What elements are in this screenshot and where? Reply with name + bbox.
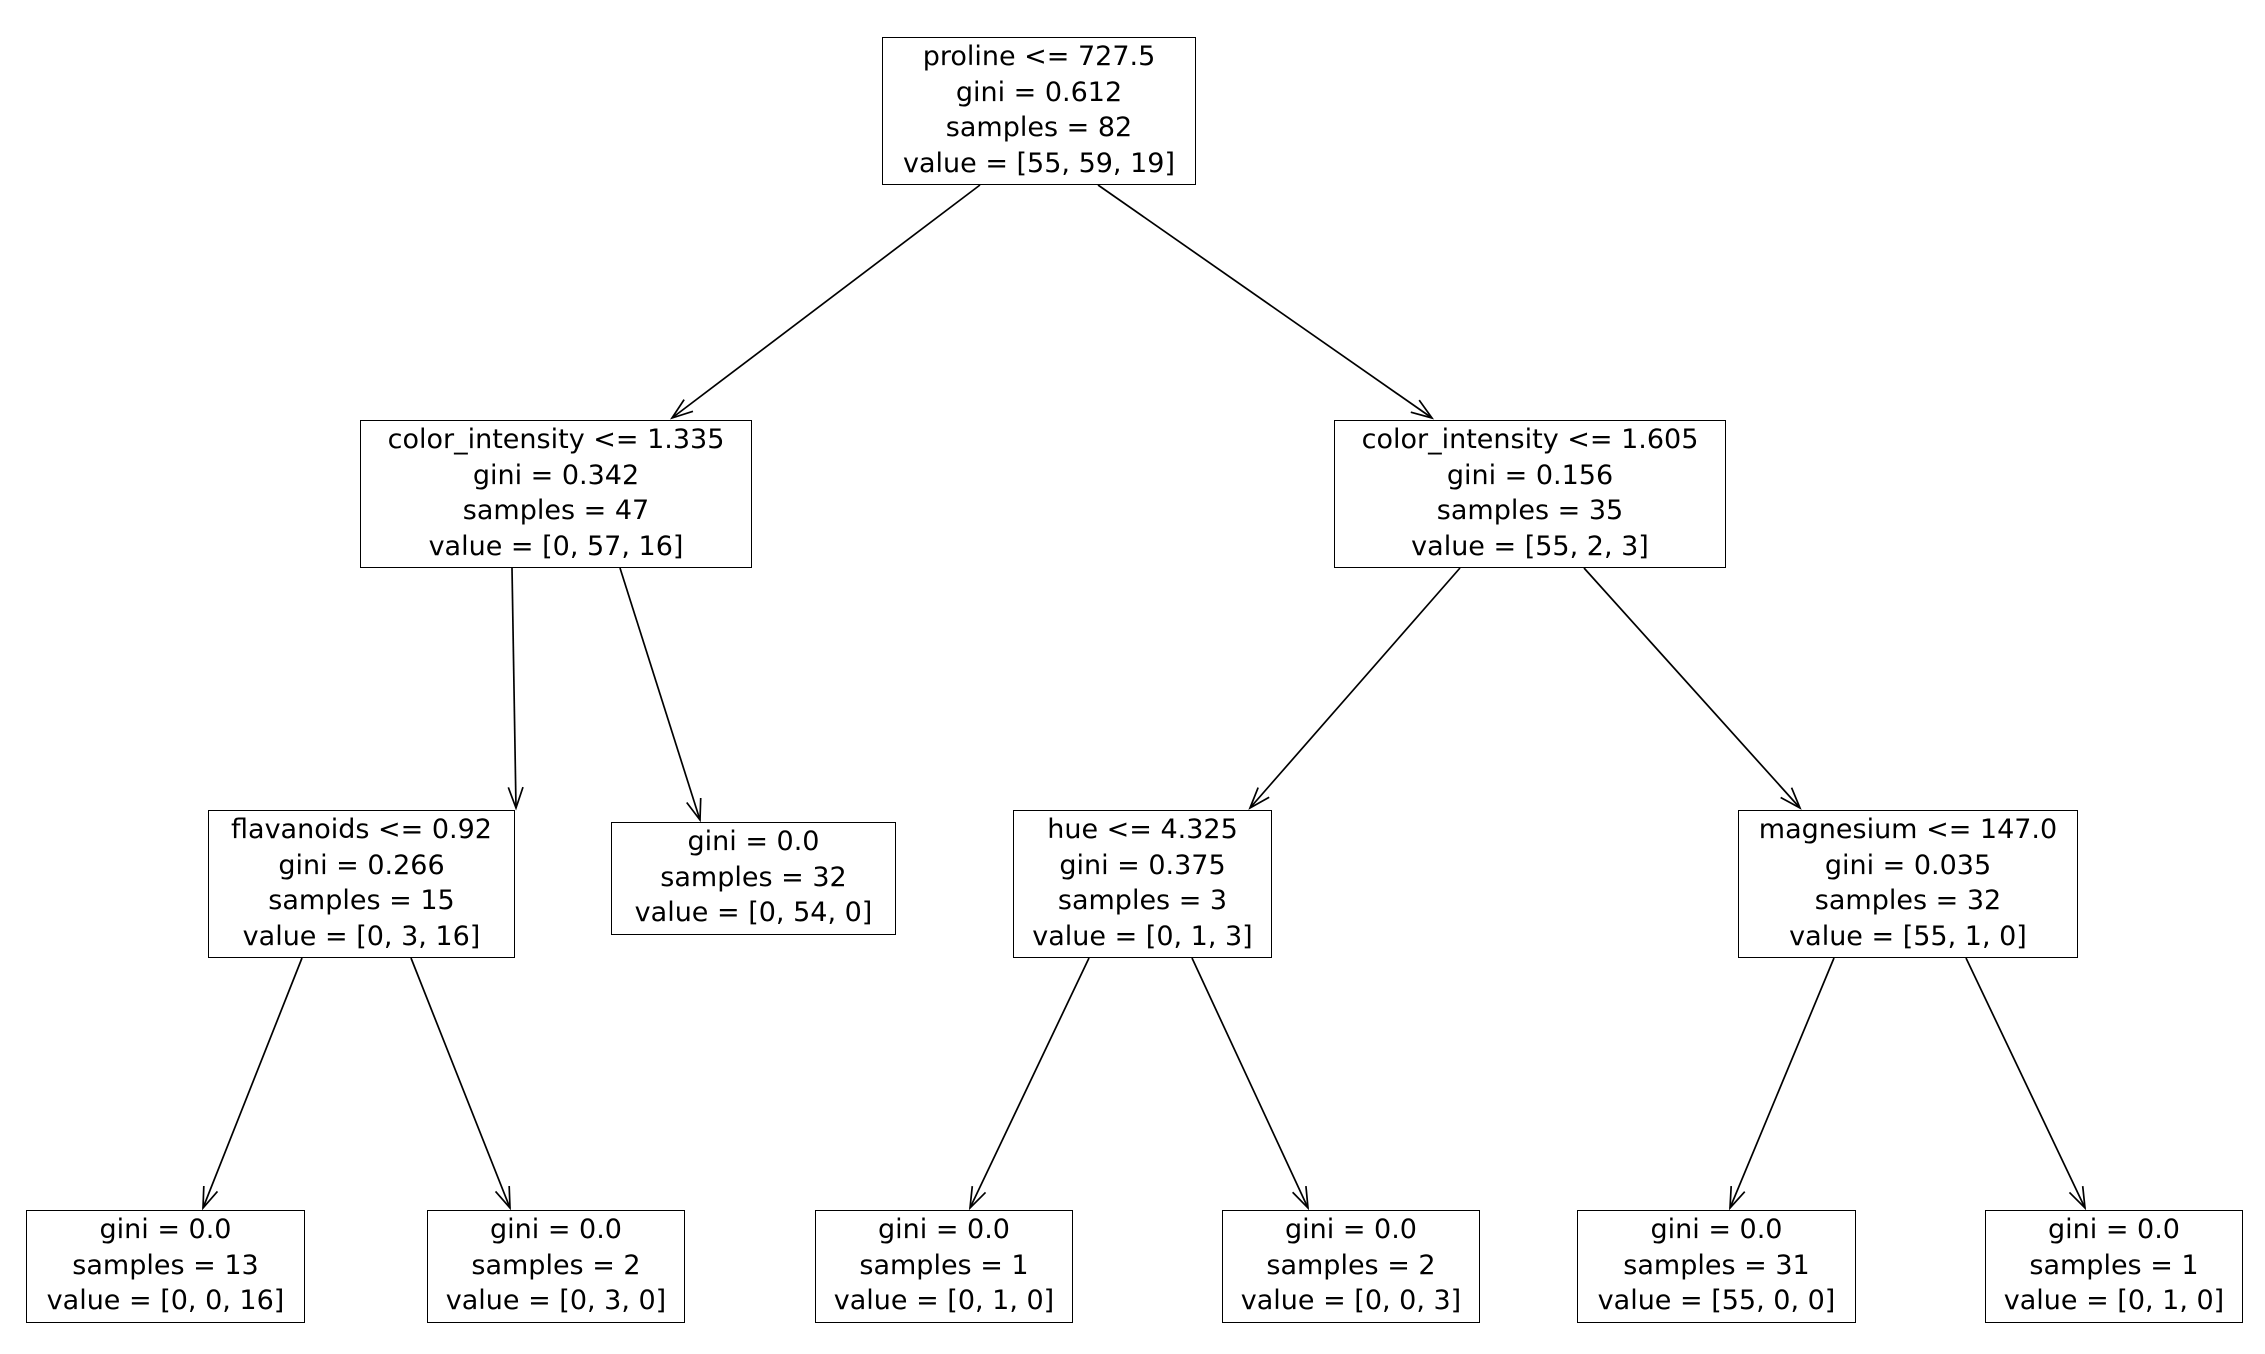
node-text-line: samples = 47: [462, 495, 650, 526]
node-text-line: gini = 0.0: [687, 826, 820, 858]
node-text-line: value = [55, 1, 0]: [1789, 920, 2027, 952]
node-text-line: value = [0, 0, 3]: [1240, 1285, 1462, 1317]
node-text-line: samples = 15: [268, 885, 455, 916]
node-text-line: samples = 32: [660, 861, 847, 893]
tree-edge: [619, 567, 702, 823]
node-text-line: flavanoids <= 0.92: [231, 814, 492, 845]
tree-edge: [507, 567, 524, 811]
tree-edge: [1248, 567, 1461, 810]
arrowhead-icon: [2068, 1186, 2087, 1211]
node-text-line: gini = 0.0: [2048, 1214, 2180, 1246]
node-text-line: samples = 82: [945, 112, 1133, 143]
node-text-line: samples = 13: [72, 1249, 259, 1281]
node-text-line: samples = 31: [1623, 1249, 1810, 1281]
arrowhead-icon: [202, 1185, 219, 1211]
node-text-line: samples = 1: [2029, 1249, 2199, 1281]
arrowhead-icon: [1248, 787, 1270, 810]
node-text-line: value = [0, 1, 0]: [833, 1285, 1055, 1317]
node-text-line: value = [0, 0, 16]: [46, 1285, 285, 1317]
tree-split-node[interactable]: proline <= 727.5 gini = 0.612 samples = 82…: [882, 37, 1196, 185]
tree-edge: [669, 184, 981, 420]
node-text-line: samples = 3: [1057, 885, 1228, 916]
arrowhead-icon: [1729, 1185, 1746, 1211]
node-text-line: color_intensity <= 1.335: [387, 424, 725, 455]
node-text-line: gini = 0.0: [1285, 1214, 1417, 1246]
node-text-line: value = [0, 1, 3]: [1032, 920, 1253, 952]
tree-edge: [410, 957, 511, 1211]
tree-edge: [1097, 184, 1435, 420]
tree-edge: [1191, 957, 1310, 1211]
node-text-line: value = [0, 3, 0]: [445, 1285, 667, 1317]
node-text-line: value = [0, 54, 0]: [634, 897, 873, 929]
node-text-line: magnesium <= 147.0: [1758, 814, 2058, 845]
node-text-line: proline <= 727.5: [922, 41, 1156, 72]
node-text-line: hue <= 4.325: [1047, 814, 1238, 845]
tree-split-node[interactable]: hue <= 4.325 gini = 0.375 samples = 3 value…: [1013, 810, 1272, 958]
tree-edge: [1729, 957, 1835, 1211]
node-text-line: gini = 0.035: [1824, 849, 1992, 881]
node-text-line: value = [0, 57, 16]: [428, 530, 684, 562]
node-text-line: gini = 0.0: [99, 1214, 232, 1246]
node-text-line: samples = 2: [1266, 1249, 1436, 1281]
node-text-line: gini = 0.266: [278, 849, 445, 881]
node-text-line: value = [55, 59, 19]: [902, 147, 1175, 179]
arrowhead-icon: [494, 1185, 511, 1211]
arrowhead-icon: [1292, 1186, 1310, 1211]
node-text-line: gini = 0.0: [490, 1214, 622, 1246]
node-text-line: value = [55, 0, 0]: [1597, 1285, 1836, 1317]
node-text-line: gini = 0.342: [472, 459, 640, 491]
tree-edge: [968, 957, 1090, 1211]
node-text-line: samples = 1: [859, 1249, 1029, 1281]
node-text-line: gini = 0.375: [1059, 849, 1226, 881]
arrowhead-icon: [669, 399, 694, 420]
node-text-line: gini = 0.612: [955, 76, 1123, 108]
node-text-line: samples = 35: [1436, 495, 1624, 526]
node-text-line: gini = 0.0: [878, 1214, 1010, 1246]
tree-edge: [202, 957, 303, 1211]
arrowhead-icon: [507, 786, 524, 811]
tree-split-node[interactable]: magnesium <= 147.0 gini = 0.035 samples = …: [1738, 810, 2078, 958]
tree-edge: [1583, 567, 1802, 810]
node-text-line: samples = 32: [1814, 885, 2002, 916]
tree-edge: [1965, 957, 2087, 1211]
node-text-line: value = [0, 3, 16]: [242, 920, 481, 952]
arrowhead-icon: [968, 1186, 987, 1211]
arrowhead-icon: [1410, 399, 1435, 420]
arrowhead-icon: [686, 797, 702, 823]
node-text-line: value = [55, 2, 3]: [1411, 530, 1649, 562]
tree-split-node[interactable]: color_intensity <= 1.335 gini = 0.342 samp…: [360, 420, 752, 568]
tree-split-node[interactable]: color_intensity <= 1.605 gini = 0.156 samp…: [1334, 420, 1726, 568]
node-text-line: samples = 2: [471, 1249, 641, 1281]
node-text-line: color_intensity <= 1.605: [1361, 424, 1699, 455]
tree-split-node[interactable]: flavanoids <= 0.92 gini = 0.266 samples = …: [208, 810, 515, 958]
node-text-line: gini = 0.0: [1650, 1214, 1783, 1246]
arrowhead-icon: [1780, 787, 1802, 810]
node-text-line: gini = 0.156: [1446, 459, 1614, 491]
node-text-line: value = [0, 1, 0]: [2003, 1285, 2225, 1317]
